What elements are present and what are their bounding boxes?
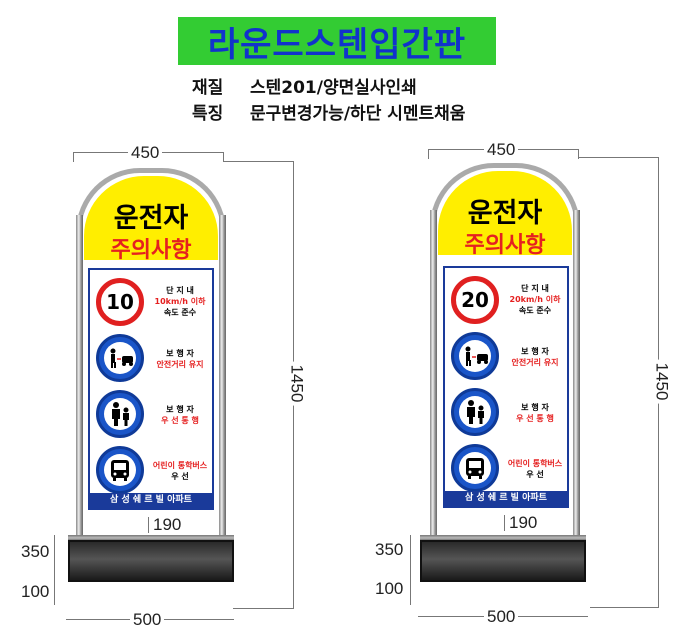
list-item: 어린이 통학버스 우 선 [90,442,212,498]
header-line2: 주의사항 [110,238,192,260]
list-item: 보 행 자 우 선 통 행 [445,384,567,440]
material-value: 스텐201/양면실사인쇄 [250,78,417,98]
inner-width-label: 190 [150,516,185,533]
page-title: 라운드스텐입간판 [207,24,467,65]
width-dimension-label: 450 [484,141,519,158]
base-dimension-line [410,535,411,605]
sign-header: 운전자 주의사항 [84,176,218,260]
speed-limit-value: 20 [461,288,489,312]
material-label: 재질 [192,78,224,98]
frame-pole-left [430,210,437,575]
row-text: 속도 준수 [163,308,197,317]
row-text: 우 선 [171,472,189,481]
height-dimension-label: 1450 [652,359,671,404]
height-dimension-label: 1450 [287,361,306,406]
header-line1: 운전자 [113,203,189,234]
pedestrian-car-icon [96,334,144,382]
row-text: 20km/h 이하 [509,295,561,304]
dimension-tick [578,149,579,159]
height-dimension-line [578,157,658,158]
parent-child-icon [451,388,499,436]
row-text: 단 지 내 [521,284,549,293]
dimension-tick [223,152,224,162]
base-top [68,535,234,541]
sign-header: 운전자 주의사항 [438,171,572,255]
base-dimension-line [54,535,55,605]
height-dimension-line [590,607,659,608]
feature-value: 문구변경가능/하단 시멘트채움 [250,104,466,124]
row-text: 보 행 자 [521,403,549,412]
sign-footer: 삼 성 쉐 르 빌 아파트 [445,491,567,506]
list-item: 보 행 자 안전거리 유지 [90,330,212,386]
row-text: 단 지 내 [166,286,194,295]
cement-base [68,540,234,582]
row-text: 보 행 자 [166,349,194,358]
speed-limit-value: 10 [106,290,134,314]
row-text: 보 행 자 [521,347,549,356]
parent-child-icon [96,390,144,438]
row-text: 안전거리 유지 [511,358,559,367]
base-width-label: 500 [130,611,165,628]
sign-panel: 10 단 지 내 10km/h 이하 속도 준수 보 행 자 [88,268,214,510]
list-item: 20 단 지 내 20km/h 이하 속도 준수 [445,272,567,328]
title-banner: 라운드스텐입간판 [178,17,496,65]
pedestrian-car-icon [451,332,499,380]
dimension-tick [428,149,429,159]
bus-icon [451,444,499,492]
row-text: 안전거리 유지 [156,360,204,369]
feature-label: 특징 [192,104,224,124]
base-depth-label: 350 [18,543,53,560]
dimension-tick [504,515,505,531]
base-height-label: 100 [18,583,53,600]
row-text: 보 행 자 [166,405,194,414]
height-dimension-line [223,161,293,162]
row-text: 우 선 통 행 [516,414,554,423]
header-line2: 주의사항 [464,233,546,255]
dimension-tick [148,517,149,533]
row-text: 속도 준수 [518,306,552,315]
frame-pole-right [573,210,580,575]
bus-icon [96,446,144,494]
height-dimension-line [233,608,294,609]
list-item: 어린이 통학버스 우 선 [445,440,567,496]
base-depth-label: 350 [372,541,407,558]
base-top [420,535,586,541]
row-text: 우 선 [526,470,544,479]
width-dimension-label: 450 [128,144,163,161]
frame-pole-left [76,215,83,575]
sign-footer: 삼 성 쉐 르 빌 아파트 [90,493,212,508]
row-text: 어린이 통학버스 [507,459,563,468]
row-text: 어린이 통학버스 [152,461,208,470]
dimension-tick [73,152,74,162]
row-text: 10km/h 이하 [154,297,206,306]
sign-panel: 20 단 지 내 20km/h 이하 속도 준수 보 행 자 [443,266,569,508]
base-height-label: 100 [372,580,407,597]
cement-base [420,540,586,582]
list-item: 10 단 지 내 10km/h 이하 속도 준수 [90,274,212,330]
list-item: 보 행 자 안전거리 유지 [445,328,567,384]
frame-pole-right [219,215,226,575]
list-item: 보 행 자 우 선 통 행 [90,386,212,442]
base-width-label: 500 [484,608,519,625]
header-line1: 운전자 [467,198,543,229]
row-text: 우 선 통 행 [161,416,199,425]
speed-limit-icon: 20 [451,276,499,324]
inner-width-label: 190 [506,514,541,531]
speed-limit-icon: 10 [96,278,144,326]
